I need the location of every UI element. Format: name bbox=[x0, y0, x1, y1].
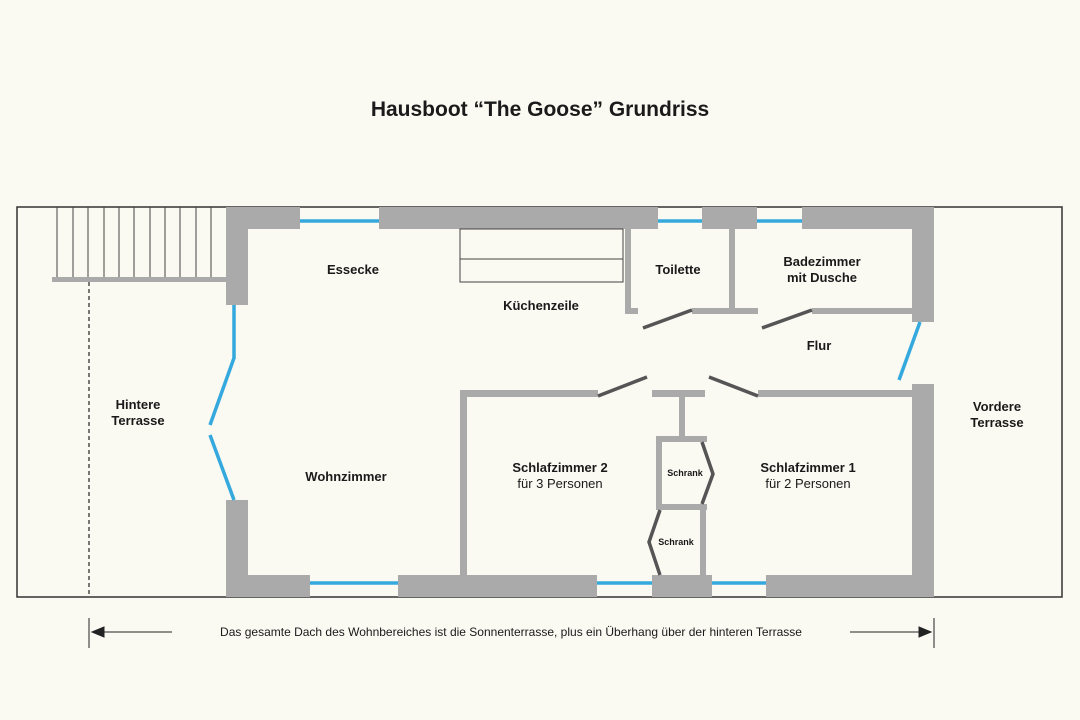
stairs bbox=[56, 207, 212, 278]
label-schlafzimmer-2: Schlafzimmer 2 bbox=[512, 460, 607, 475]
label-vordere-2: Terrasse bbox=[970, 415, 1023, 430]
doors bbox=[597, 308, 813, 576]
label-kuechenzeile: Küchenzeile bbox=[503, 298, 579, 313]
label-flur: Flur bbox=[807, 338, 832, 353]
footnote: Das gesamte Dach des Wohnbereiches ist d… bbox=[220, 625, 802, 639]
label-schrank-1: Schrank bbox=[667, 468, 704, 478]
label-bad-1: Badezimmer bbox=[783, 254, 860, 269]
label-vordere-1: Vordere bbox=[973, 399, 1021, 414]
label-hintere-2: Terrasse bbox=[111, 413, 164, 428]
label-essecke: Essecke bbox=[327, 262, 379, 277]
plan-title: Hausboot “The Goose” Grundriss bbox=[371, 98, 709, 121]
label-toilette: Toilette bbox=[655, 262, 700, 277]
walls bbox=[226, 207, 934, 597]
label-hintere-1: Hintere bbox=[116, 397, 161, 412]
roof-dimension-arrow bbox=[88, 618, 935, 648]
boat-outline bbox=[16, 206, 1063, 598]
windows bbox=[208, 219, 922, 585]
kitchen-counter bbox=[459, 228, 624, 283]
label-schlafzimmer-1-sub: für 2 Personen bbox=[765, 476, 850, 491]
label-schlafzimmer-1: Schlafzimmer 1 bbox=[760, 460, 855, 475]
label-bad-2: mit Dusche bbox=[787, 270, 857, 285]
label-wohnzimmer: Wohnzimmer bbox=[305, 469, 386, 484]
label-schlafzimmer-2-sub: für 3 Personen bbox=[517, 476, 602, 491]
label-schrank-2: Schrank bbox=[658, 537, 695, 547]
stair-landing bbox=[52, 277, 228, 282]
